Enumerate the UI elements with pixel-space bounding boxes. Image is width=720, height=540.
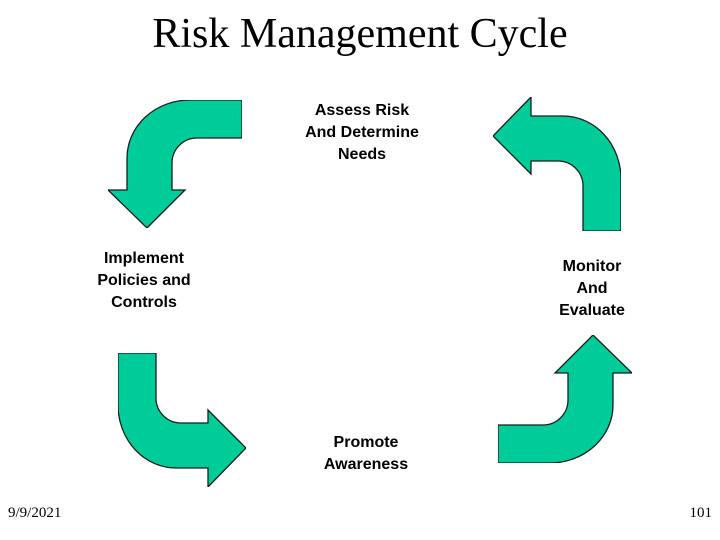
step-label-promote-awareness: Promote Awareness xyxy=(323,434,409,473)
arrow-shape xyxy=(493,97,621,231)
slide-title: Risk Management Cycle xyxy=(152,11,568,57)
curved-arrow-left-icon xyxy=(493,97,621,231)
step-label-assess-risk: Assess Risk And Determine Needs xyxy=(305,102,419,163)
footer-date: 9/9/2021 xyxy=(8,505,62,521)
arrow-shape xyxy=(498,335,632,463)
curved-arrow-right-icon xyxy=(118,353,246,487)
arrow-shape xyxy=(108,100,242,228)
curved-arrow-down-icon xyxy=(108,100,242,228)
curved-arrow-up-icon xyxy=(498,335,632,463)
step-label-implement-policies: Implement Policies and Controls xyxy=(97,250,191,311)
footer-page-number: 101 xyxy=(689,505,713,521)
arrow-shape xyxy=(118,353,246,487)
step-label-monitor-evaluate: Monitor And Evaluate xyxy=(559,258,625,319)
